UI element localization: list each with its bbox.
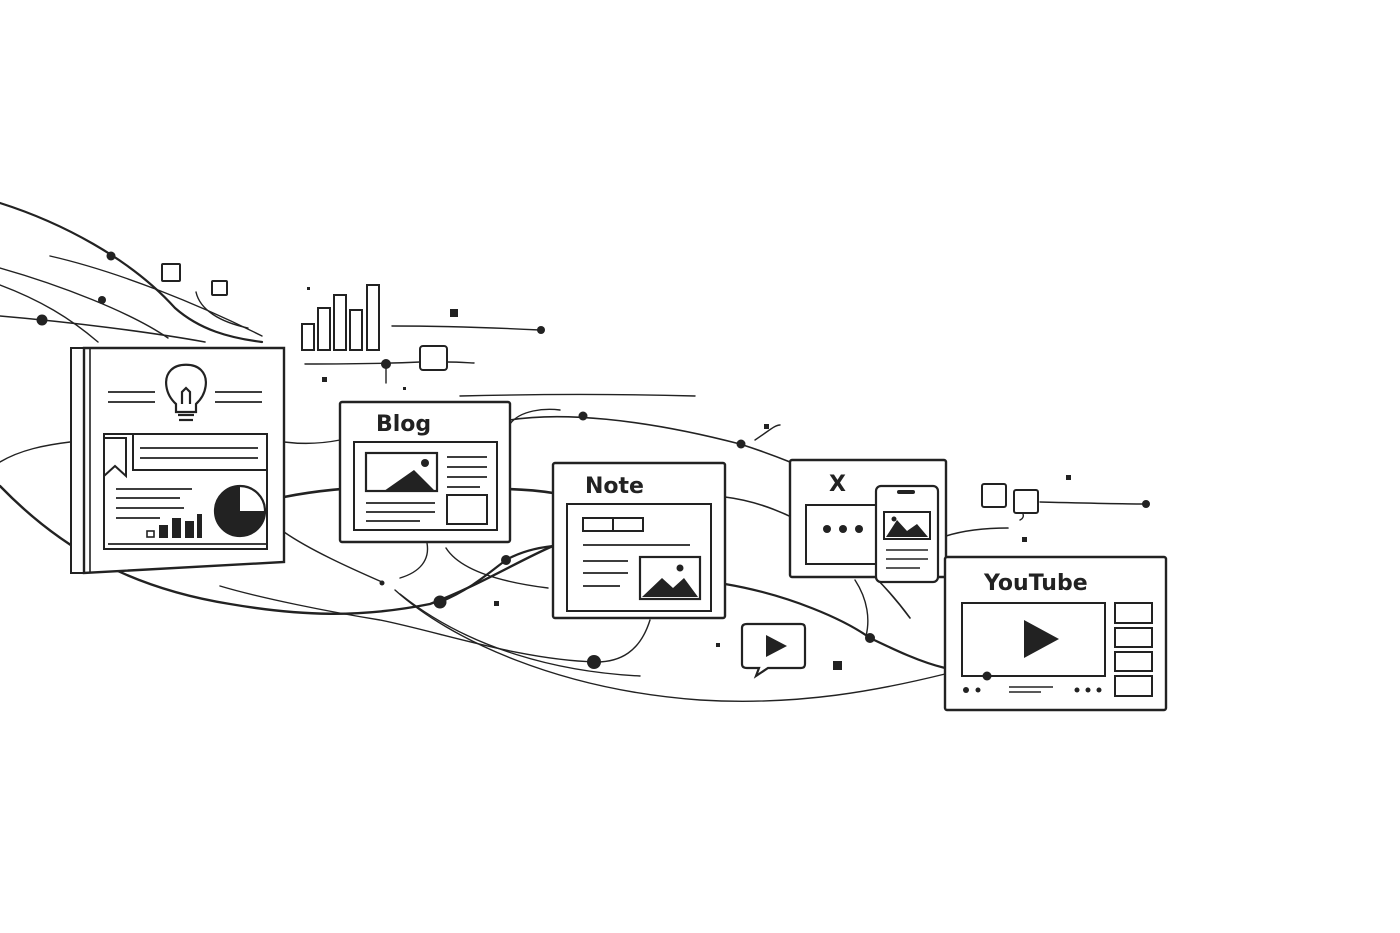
square-dot — [307, 287, 310, 290]
node-dot — [433, 595, 447, 609]
node-dot — [106, 251, 116, 261]
play-icon — [766, 635, 787, 657]
square-dot — [322, 377, 327, 382]
flow-line — [394, 589, 946, 702]
node-dot — [1142, 500, 1150, 508]
outline-square — [1013, 489, 1039, 514]
pie-chart-icon — [213, 484, 267, 538]
note-title: Note — [585, 474, 644, 499]
flow-line — [219, 585, 651, 663]
x-title: X — [829, 472, 846, 497]
floating-squares — [161, 263, 1039, 514]
flow-line — [0, 315, 206, 343]
lightbulb-icon — [165, 363, 207, 422]
outline-square — [211, 280, 228, 296]
flow-line — [391, 325, 541, 331]
flow-line — [283, 439, 341, 445]
flow-line — [283, 531, 383, 583]
flow-line — [0, 284, 99, 343]
flow-line — [304, 361, 421, 365]
chat-bubble-icon — [740, 622, 807, 679]
node-dot — [36, 314, 48, 326]
bookmark-icon — [103, 437, 127, 479]
flow-line — [0, 201, 264, 344]
image-icon — [638, 555, 702, 601]
youtube-card: YouTube — [943, 555, 1168, 712]
flow-line — [754, 424, 781, 441]
flow-line — [0, 267, 169, 339]
outline-square — [981, 483, 1007, 508]
node-dot — [578, 411, 588, 421]
flow-line — [399, 593, 641, 677]
flow-nodes — [36, 251, 1150, 669]
flow-line — [0, 441, 71, 463]
square-dot — [403, 387, 406, 390]
flow-line — [49, 255, 263, 337]
dots-icon — [823, 525, 863, 533]
square-dot — [450, 309, 458, 317]
flow-lines — [0, 201, 1147, 702]
square-dot — [494, 601, 499, 606]
outline-square — [161, 263, 181, 282]
decorative-squares — [307, 287, 1071, 670]
report-document-card — [70, 346, 286, 575]
node-dot — [381, 359, 391, 369]
node-dot — [736, 439, 746, 449]
flow-line — [1039, 501, 1147, 505]
square-dot — [833, 661, 842, 670]
image-icon — [364, 451, 439, 493]
node-dot — [865, 633, 875, 643]
node-dot — [379, 580, 385, 586]
bar-chart-icon — [146, 514, 202, 538]
blog-title: Blog — [376, 412, 431, 437]
flow-line — [854, 579, 869, 637]
play-icon — [1024, 620, 1059, 658]
square-dot — [764, 424, 769, 429]
x-card: X — [788, 458, 948, 584]
node-dot — [98, 296, 106, 304]
flow-line — [446, 361, 475, 364]
video-controls — [963, 671, 1102, 693]
youtube-title: YouTube — [983, 571, 1088, 596]
flow-line — [399, 542, 429, 579]
phone-icon — [874, 484, 940, 584]
outline-square — [419, 345, 448, 371]
bar-chart-icon — [301, 284, 380, 351]
square-dot — [1022, 537, 1027, 542]
flow-line — [459, 393, 696, 397]
blog-card: Blog — [338, 400, 512, 544]
flow-line — [509, 415, 791, 463]
flow-line — [195, 291, 249, 329]
node-dot — [501, 555, 511, 565]
flow-line — [445, 547, 549, 589]
node-dot — [587, 655, 601, 669]
square-dot — [1066, 475, 1071, 480]
flow-line — [945, 527, 1009, 537]
video-sidebar-list — [1114, 602, 1153, 697]
node-dot — [537, 326, 545, 334]
note-card: Note — [551, 461, 727, 620]
square-dot — [716, 643, 720, 647]
flow-line — [509, 408, 561, 425]
